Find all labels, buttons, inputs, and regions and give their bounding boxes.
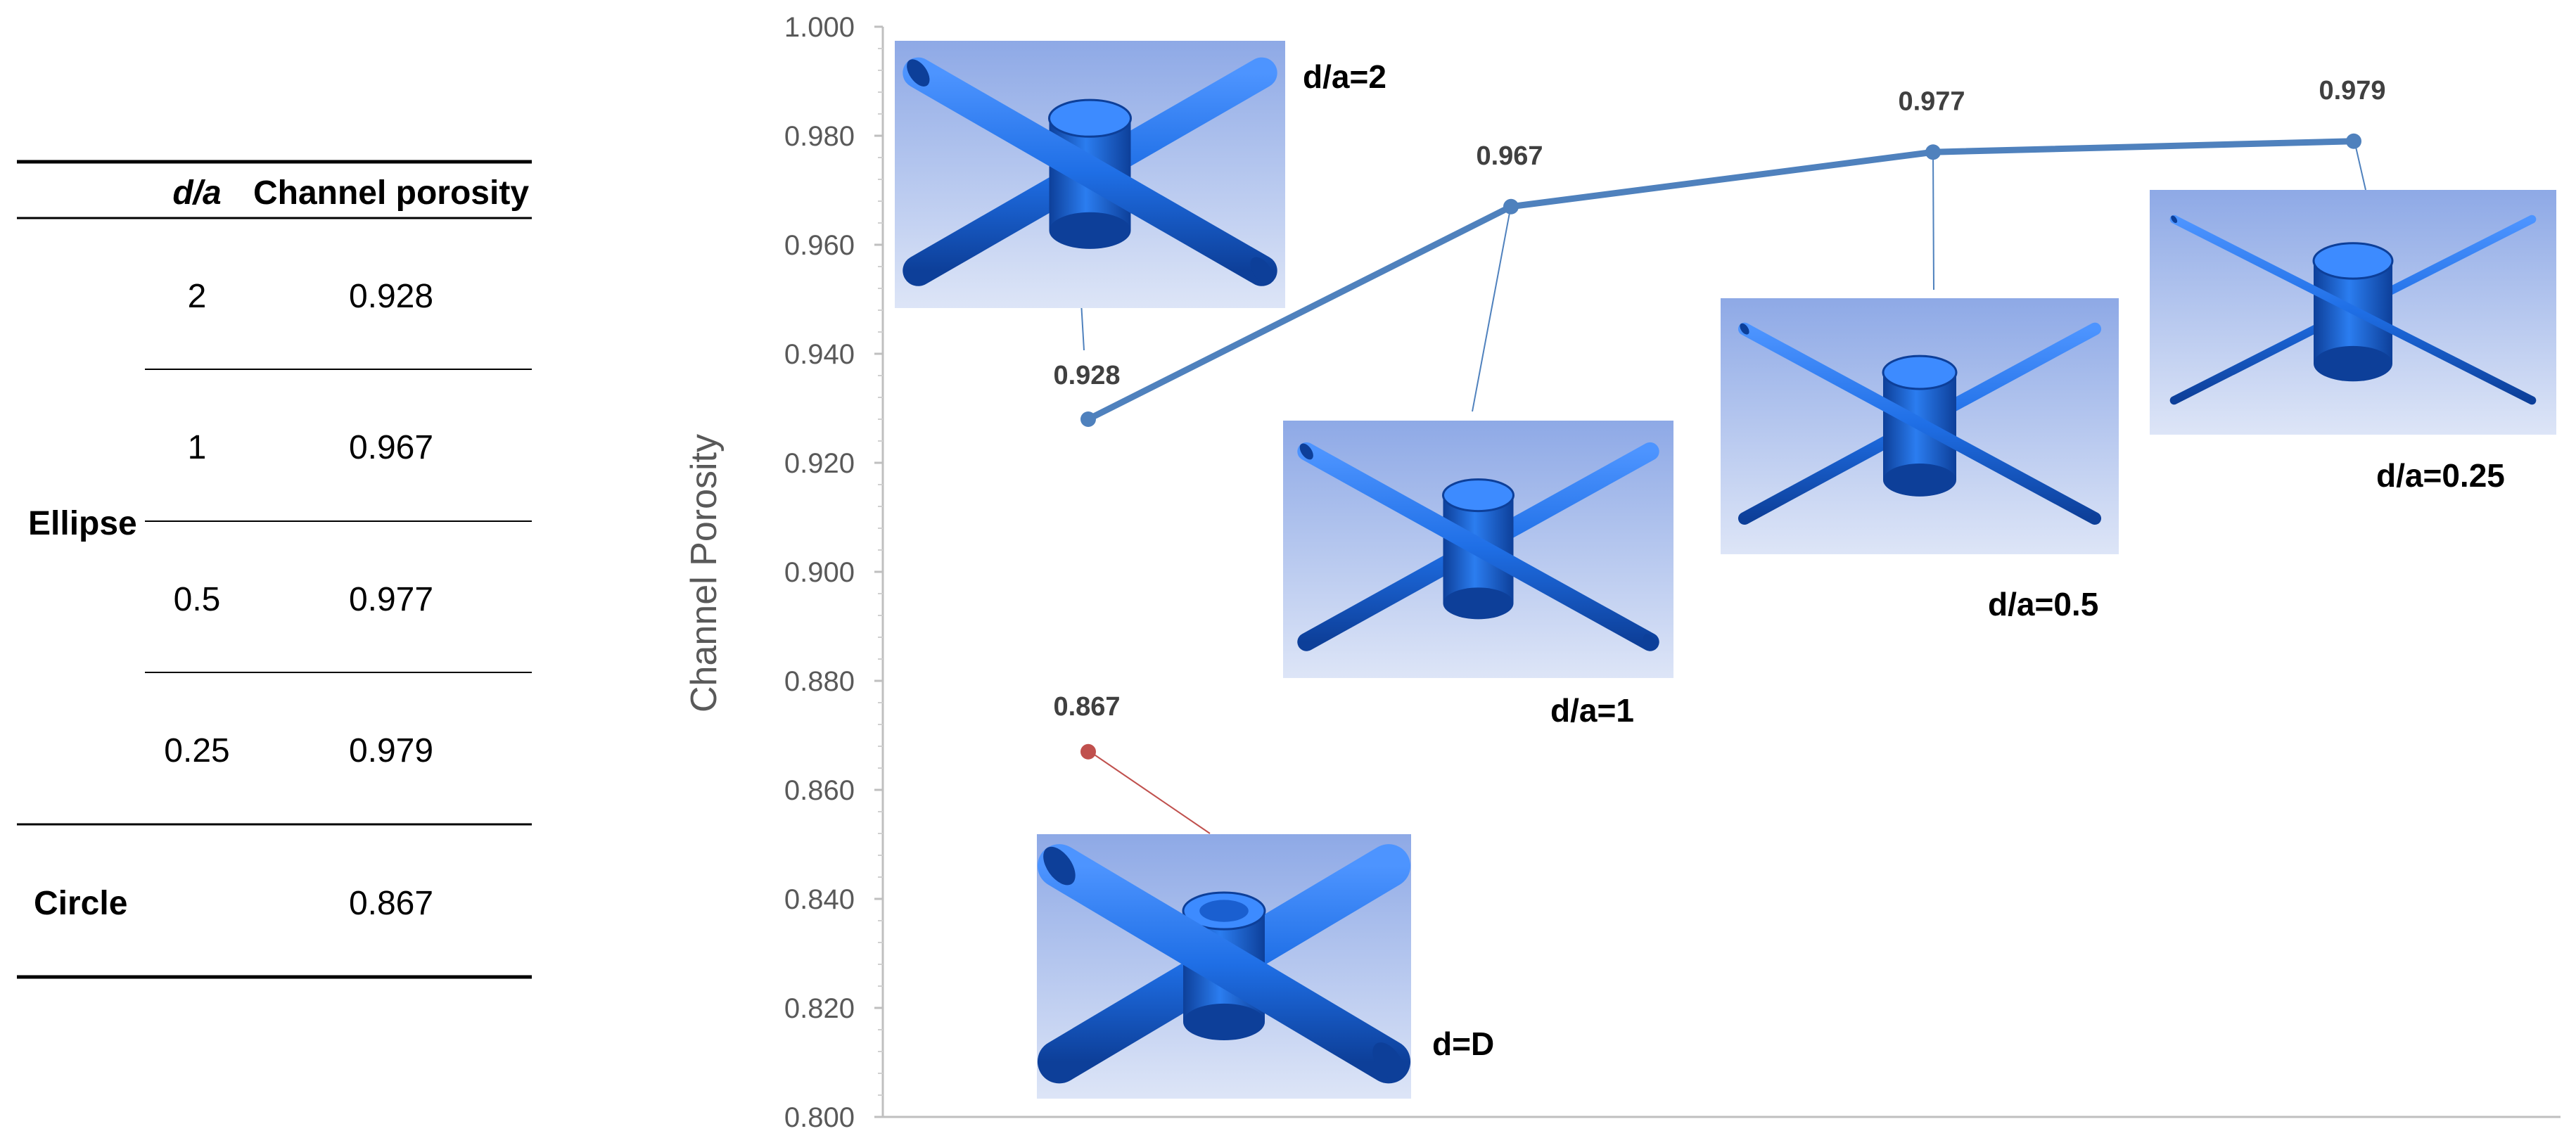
plot-area: 0.800 0.820 0.840 0.860 0.880 0.900 0.920 0.940… xyxy=(684,12,2561,1131)
table-header-porosity: Channel porosity xyxy=(253,174,529,212)
y-tick-label: 0.980 xyxy=(784,121,855,152)
y-axis-title: Channel Porosity xyxy=(684,434,725,713)
table-group-ellipse: Ellipse xyxy=(28,505,137,542)
y-tick-label: 0.860 xyxy=(784,775,855,806)
table-row-da: 2 xyxy=(188,278,207,315)
caption-da-1: d/a=1 xyxy=(1550,692,1634,729)
table-header-da: d/a xyxy=(172,174,221,212)
data-label: 0.967 xyxy=(1476,141,1543,171)
y-ticks: 0.800 0.820 0.840 0.860 0.880 0.900 0.920 0.940… xyxy=(784,12,883,1131)
y-tick-label: 0.840 xyxy=(784,884,855,915)
caption-da-05: d/a=0.5 xyxy=(1988,586,2098,622)
y-tick-label: 0.900 xyxy=(784,557,855,588)
table-group-circle: Circle xyxy=(34,885,127,922)
data-point-ellipse xyxy=(1503,198,1519,215)
series-line-ellipse xyxy=(1086,138,2354,423)
caption-circle: d=D xyxy=(1432,1025,1494,1062)
y-tick-label: 0.800 xyxy=(784,1102,855,1131)
data-point-ellipse xyxy=(2346,133,2361,149)
caption-da-025: d/a=0.25 xyxy=(2376,457,2505,494)
inset-images xyxy=(895,41,2556,1099)
data-point-ellipse xyxy=(1080,411,1096,427)
data-point-circle xyxy=(1080,743,1096,760)
junction-geometry-image xyxy=(1721,298,2119,554)
junction-geometry-image xyxy=(1283,421,1673,678)
table-row-da: 0.5 xyxy=(174,581,221,618)
data-label: 0.867 xyxy=(1053,692,1120,722)
caption-da-2: d/a=2 xyxy=(1303,58,1386,95)
y-tick-label: 1.000 xyxy=(784,12,855,43)
y-tick-label: 0.940 xyxy=(784,339,855,370)
data-series: 0.928 0.967 0.977 0.979 0.867 xyxy=(1053,76,2386,760)
data-label: 0.977 xyxy=(1898,87,1965,116)
table-row-porosity: 0.928 xyxy=(349,278,433,315)
table-row-porosity: 0.967 xyxy=(349,429,433,466)
data-label: 0.928 xyxy=(1053,361,1120,390)
junction-geometry-image xyxy=(1037,834,1411,1099)
table-row-porosity: 0.977 xyxy=(349,581,433,618)
porosity-table: d/a Channel porosity 2 0.928 1 0.967 Ell… xyxy=(17,160,532,979)
junction-geometry-image xyxy=(2150,190,2556,435)
data-point-ellipse xyxy=(1925,144,1941,160)
y-tick-label: 0.820 xyxy=(784,993,855,1024)
data-label: 0.979 xyxy=(2319,76,2385,106)
table-circle-porosity: 0.867 xyxy=(349,885,433,922)
junction-geometry-image xyxy=(895,41,1285,308)
table-row-porosity: 0.979 xyxy=(349,732,433,769)
table-row-da: 1 xyxy=(188,429,207,466)
y-tick-label: 0.920 xyxy=(784,448,855,479)
y-tick-label: 0.880 xyxy=(784,666,855,697)
y-tick-label: 0.960 xyxy=(784,230,855,261)
table-row-da: 0.25 xyxy=(164,732,229,769)
inset-captions: d/a=2 d/a=1 d/a=0.5 d/a=0.25 d=D xyxy=(1303,58,2505,1062)
